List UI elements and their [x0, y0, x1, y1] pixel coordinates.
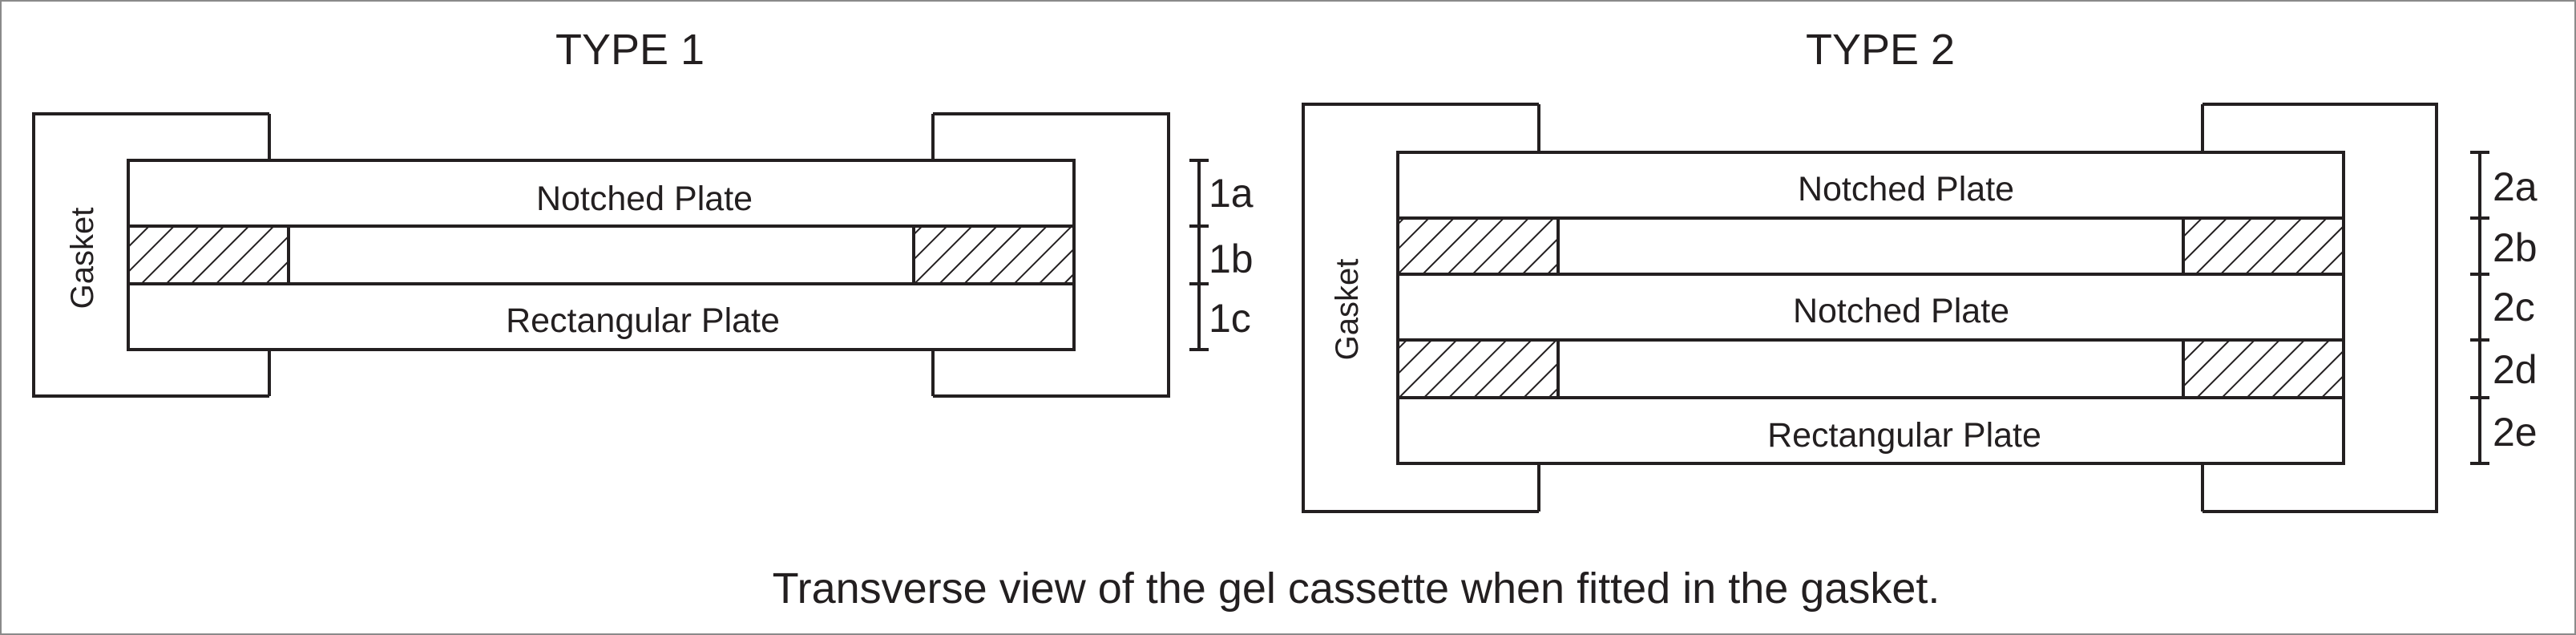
type1-group: TYPE 1 Gasket Notched Plate Rectangular …	[32, 26, 1254, 398]
type2-layer-label-a: 2a	[2493, 164, 2538, 209]
type1-rectangular-plate	[127, 282, 1076, 351]
type1-rectangular-plate-label: Rectangular Plate	[506, 301, 780, 340]
type1-layer-label-b: 1b	[1209, 237, 1254, 281]
type2-spacer-upper-left	[1396, 216, 1560, 276]
type1-gasket-label: Gasket	[65, 208, 100, 309]
type2-notched-plate-top-label: Notched Plate	[1798, 170, 2014, 208]
type1-notched-plate-label: Notched Plate	[536, 180, 753, 218]
type2-spacer-lower-left	[1396, 338, 1560, 399]
figure-caption: Transverse view of the gel cassette when…	[773, 564, 1940, 613]
type2-notched-plate-middle	[1396, 273, 2345, 342]
type1-layer-label-c: 1c	[1209, 296, 1251, 341]
type2-notched-plate-middle-label: Notched Plate	[1793, 292, 2009, 330]
type2-title: TYPE 2	[1806, 26, 1955, 74]
type2-spacer-lower-right	[2182, 338, 2345, 399]
type1-title: TYPE 1	[555, 26, 705, 74]
type2-layer-bracket	[2470, 151, 2489, 465]
type2-layer-label-b: 2b	[2493, 225, 2538, 270]
type1-spacer-right	[912, 224, 1076, 285]
type1-spacer-left	[127, 224, 290, 285]
type1-notched-plate	[127, 159, 1076, 228]
type2-layer-label-e: 2e	[2493, 410, 2538, 455]
type2-gasket-label: Gasket	[1330, 259, 1365, 361]
type2-rectangular-plate	[1396, 396, 2345, 465]
type2-group: TYPE 2 Gasket Notched Plate Notched Plat…	[1302, 26, 2538, 513]
type2-layer-label-c: 2c	[2493, 285, 2535, 330]
type2-layer-label-d: 2d	[2493, 347, 2538, 392]
type2-rectangular-plate-label: Rectangular Plate	[1767, 416, 2041, 455]
type1-layer-label-a: 1a	[1209, 171, 1254, 216]
type1-layer-bracket	[1189, 159, 1209, 351]
type2-notched-plate-top	[1396, 151, 2345, 220]
type2-spacer-upper-right	[2182, 216, 2345, 276]
